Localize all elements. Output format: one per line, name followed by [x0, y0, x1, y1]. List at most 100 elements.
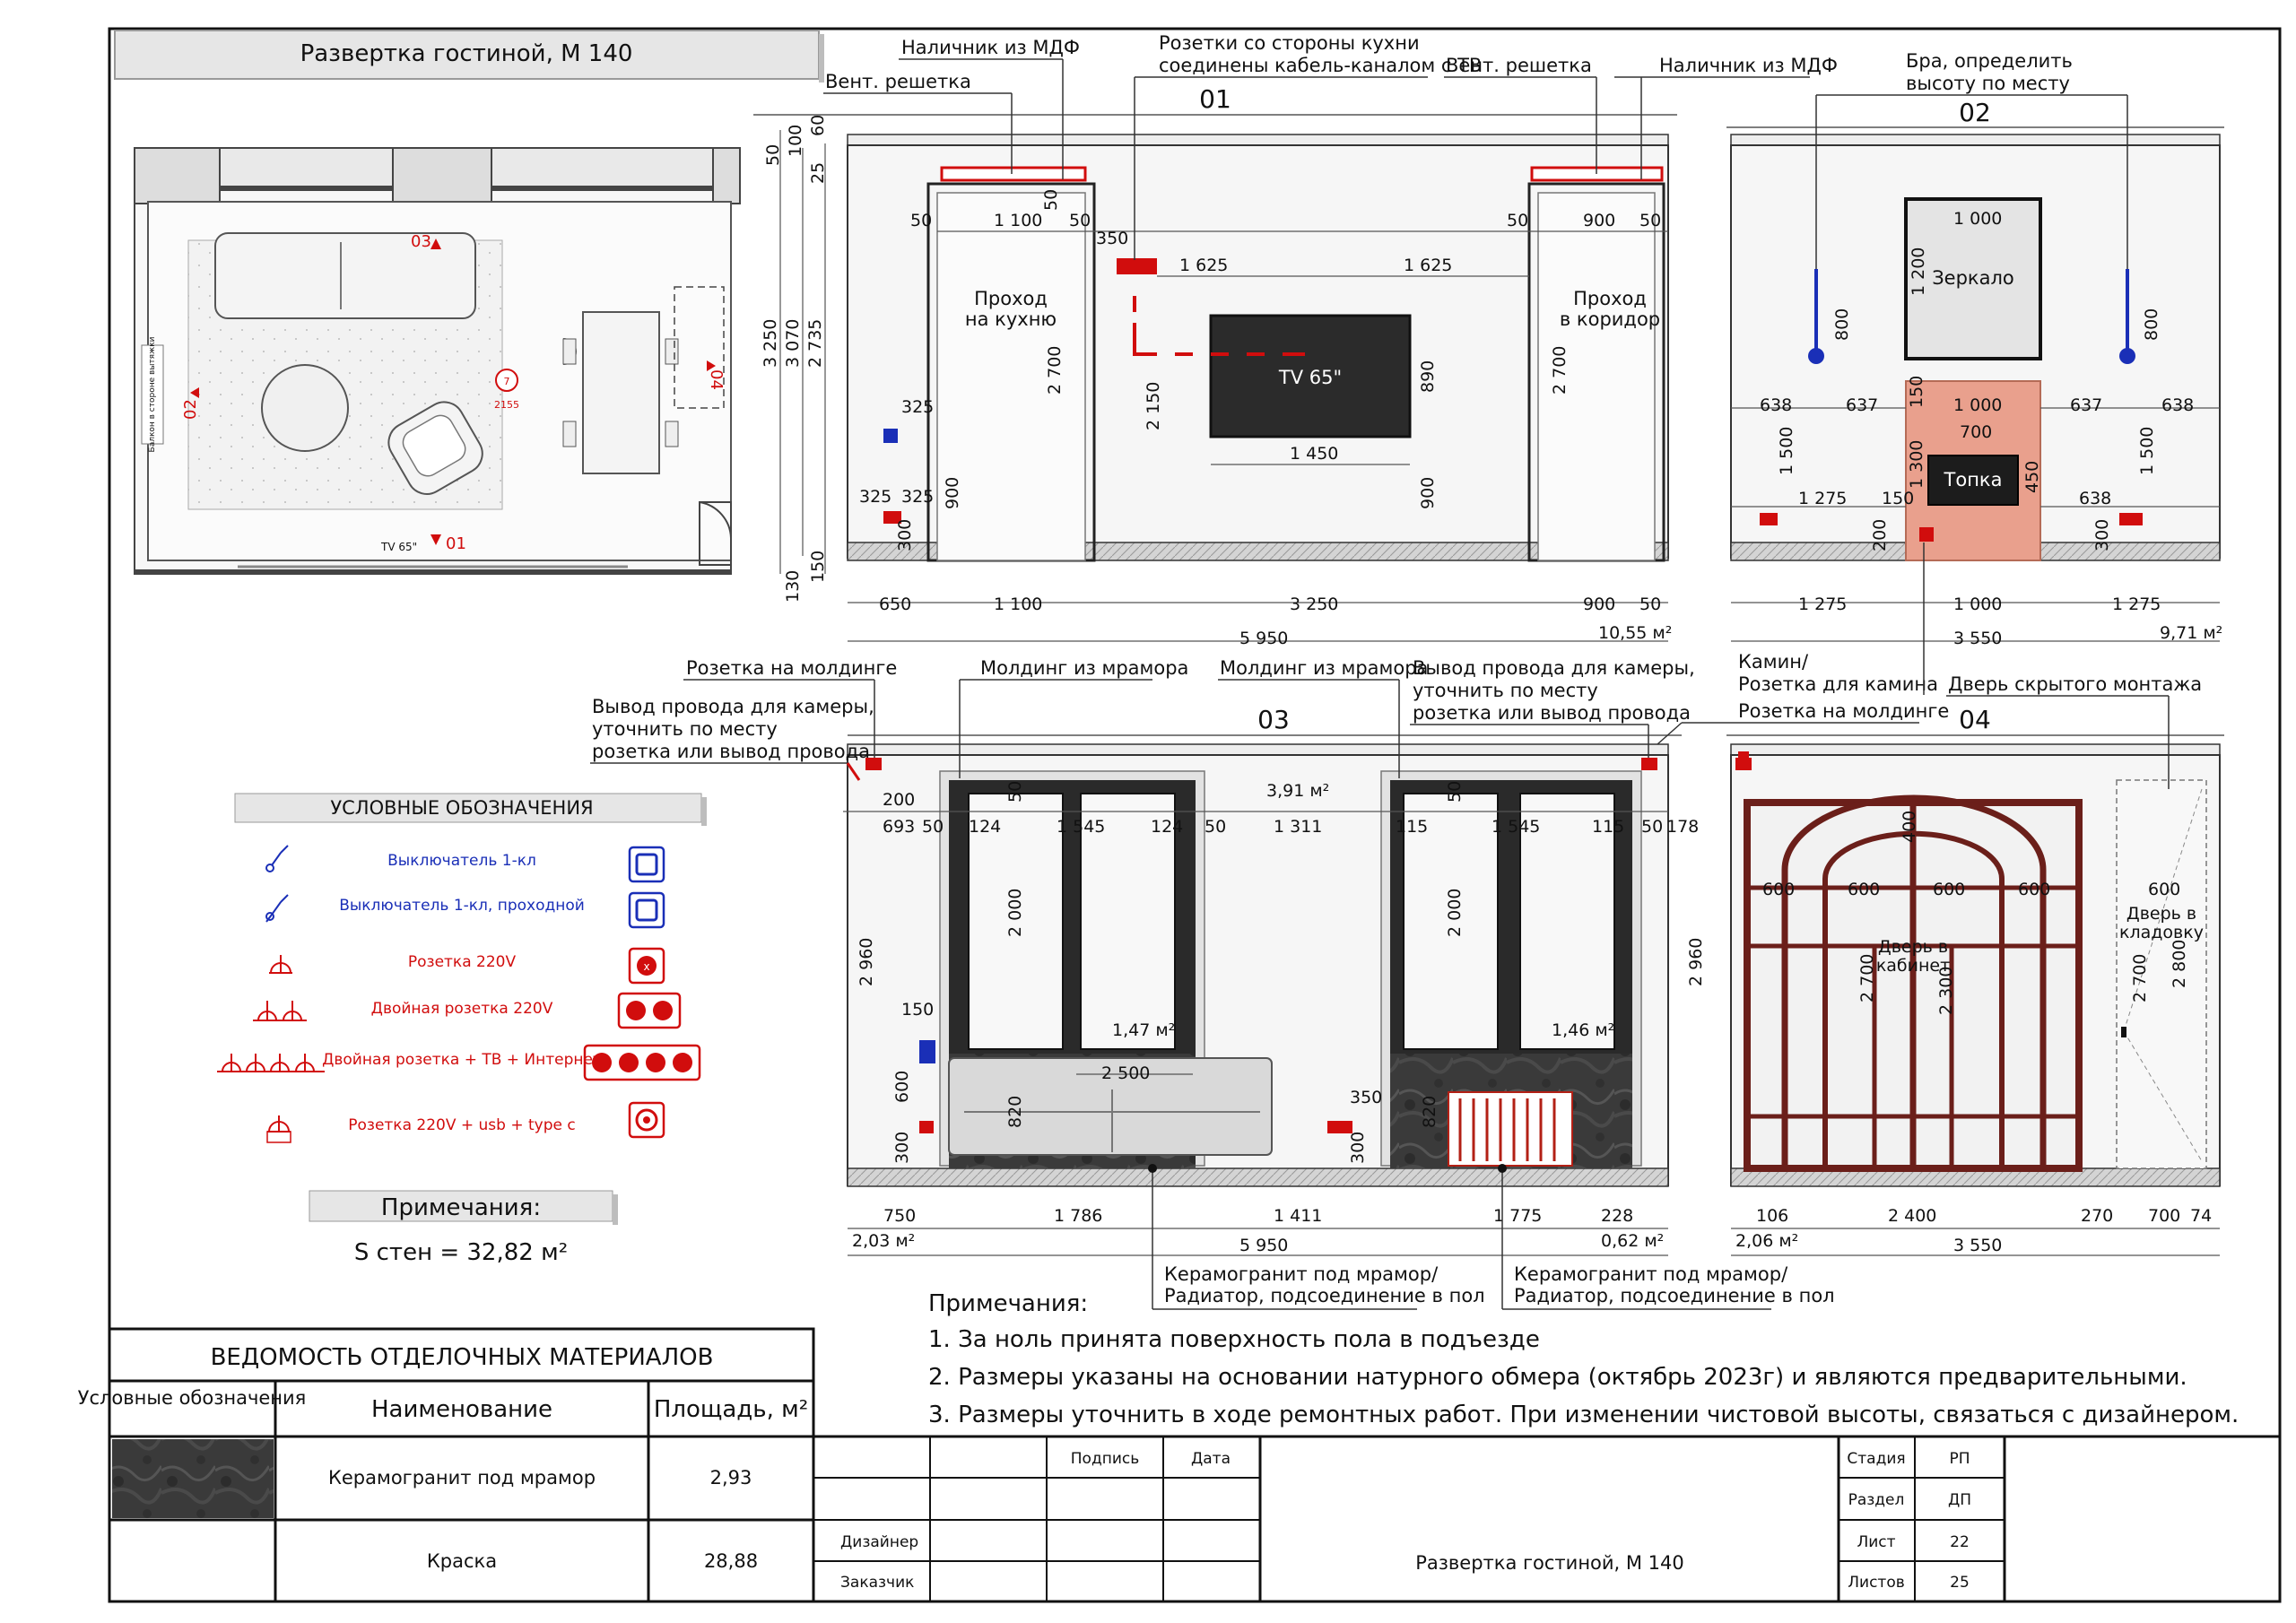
- door-closet-2: кладовку: [2119, 923, 2204, 942]
- e02-dim: 1 500: [2137, 427, 2157, 475]
- material-row-area: 28,88: [704, 1550, 758, 1572]
- elevation-02-number: 02: [1959, 98, 1991, 127]
- e04-dim: 600: [1762, 880, 1795, 899]
- note-1: 1. За ноль принята поверхность пола в по…: [928, 1326, 1540, 1353]
- e04-dim: 600: [2018, 880, 2050, 899]
- e02-dim: 637: [1846, 395, 1878, 415]
- plan-tv-label: TV 65": [380, 541, 417, 553]
- e03-callout-camera-1: Вывод провода для камеры,: [592, 696, 874, 717]
- notes-title: Примечания:: [928, 1290, 1088, 1317]
- e03-dim: 1 545: [1057, 817, 1105, 837]
- notes: Примечания: 1. За ноль принята поверхнос…: [928, 1290, 2239, 1428]
- e04-callout-fireplace-2: Розетка для камина: [1738, 673, 1938, 695]
- legend-row-usb-socket: Розетка 220V + usb + type c: [266, 1101, 665, 1143]
- stamp-field-label: Лист: [1857, 1533, 1895, 1551]
- mirror-label: Зеркало: [1932, 267, 2014, 289]
- elevation-02: 02 Зеркало Топка 1 000 1 200 800 800 638…: [1726, 50, 2224, 648]
- material-row-area: 2,93: [710, 1467, 752, 1488]
- e01-inner-dim: 325: [859, 487, 891, 507]
- e01-inner-dim: 325: [901, 397, 934, 417]
- e01-dim-100: 100: [786, 125, 805, 157]
- e03-bottom-dim: 750: [883, 1206, 916, 1226]
- e02-dim: 638: [1760, 395, 1792, 415]
- sheet-title: Развертка гостиной, М 140: [300, 40, 633, 67]
- e01-inner-dim: 900: [1418, 477, 1438, 509]
- double-socket-icon: [253, 1001, 307, 1021]
- e04-callout-door: Дверь скрытого монтажа: [1948, 673, 2202, 695]
- elevation-03: 03 200: [590, 657, 1835, 1310]
- e03-dim: 115: [1396, 817, 1428, 837]
- e04-bottom-dim: 2 400: [1888, 1206, 1936, 1226]
- e02-bottom-dim: 1 275: [1798, 595, 1847, 614]
- stamp-sign: Подпись: [1071, 1450, 1139, 1468]
- media-socket-icon: [217, 1054, 325, 1072]
- e03-area-right: 0,62 м²: [1601, 1231, 1664, 1251]
- e03-dim: 2 500: [1101, 1063, 1150, 1083]
- stamp-field-value: РП: [1949, 1450, 1970, 1468]
- e03-callout-molding-socket: Розетка на молдинге: [686, 657, 897, 679]
- floor-plan: Балкон в стороне вытяжки 03 02 04 01 TV …: [134, 147, 741, 575]
- e01-inner-dim: 900: [1583, 211, 1615, 230]
- e03-dim: 50: [1641, 817, 1663, 837]
- plan-door-tag: 7: [504, 376, 510, 387]
- e02-dim: 1 275: [1798, 489, 1847, 508]
- svg-text:x: x: [643, 960, 649, 973]
- stamp-field-value: ДП: [1948, 1491, 1971, 1509]
- elevation-04: 04 400 600 600 600 600 600 2 700 2 300: [1657, 542, 2224, 1256]
- e03-dim: 150: [901, 1000, 934, 1020]
- e02-dim: 450: [2022, 461, 2042, 493]
- elevation-01: 01 Проход на кухню Проход в коридор TV 6…: [753, 32, 1838, 648]
- e03-area-win1: 1,47 м²: [1112, 1020, 1175, 1040]
- title-block: Подпись Дата Дизайнер Заказчик Развертка…: [812, 1435, 2282, 1603]
- e03-callout-camera-3: розетка или вывод провода: [592, 741, 870, 762]
- stamp-field-label: Раздел: [1848, 1491, 1905, 1509]
- e01-bottom-dim: 3 250: [1290, 595, 1338, 614]
- e03-dim: 350: [1350, 1088, 1382, 1107]
- legend-label-switch: Выключатель 1-кл: [387, 852, 536, 870]
- door-office-1: Дверь в: [1878, 937, 1948, 957]
- note-2: 2. Размеры указаны на основании натурног…: [928, 1364, 2187, 1391]
- e01-dim-50a: 50: [763, 144, 783, 166]
- socket-icon: [269, 955, 292, 974]
- e01-area: 10,55 м²: [1598, 623, 1672, 643]
- door-office-2: кабинет: [1876, 956, 1950, 976]
- e03-callout-bottom1-1: Керамогранит под мрамор/: [1164, 1263, 1439, 1285]
- title-tab: Развертка гостиной, М 140: [114, 30, 824, 82]
- e03-dim: 2 000: [1445, 889, 1465, 937]
- e04-bottom-dim: 106: [1756, 1206, 1788, 1226]
- legend-row-switch: Выключатель 1-кл: [265, 845, 665, 883]
- e03-area-left: 2,03 м²: [852, 1231, 915, 1251]
- e01-callout-sockets-2: соединены кабель-каналом с ТВ: [1159, 55, 1482, 76]
- e01-dim-2735: 2 735: [805, 319, 825, 368]
- stamp-field-value: 22: [1950, 1533, 1970, 1551]
- e03-callout-bottom1-2: Радиатор, подсоединение в пол: [1164, 1285, 1485, 1306]
- e02-dim: 1 300: [1907, 440, 1926, 489]
- plan-door-code: 2155: [494, 399, 519, 411]
- e01-bottom-dim: 900: [1583, 595, 1615, 614]
- e02-bottom-dim: 1 275: [2112, 595, 2161, 614]
- e01-inner-dim: 2 150: [1144, 382, 1163, 430]
- e01-bottom-dim: 50: [1639, 595, 1661, 614]
- e02-dim: 1 000: [1953, 395, 2002, 415]
- e04-callout-fireplace-1: Камин/: [1738, 651, 1809, 673]
- e03-callout-bottom2-2: Радиатор, подсоединение в пол: [1514, 1285, 1835, 1306]
- e02-callout-sconce-2: высоту по месту: [1906, 73, 2070, 94]
- stamp-field-value: 25: [1950, 1574, 1970, 1592]
- e02-dim: 150: [1907, 376, 1926, 408]
- e02-dim: 1 000: [1953, 209, 2002, 229]
- e03-dim: 115: [1592, 817, 1624, 837]
- e03-dim: 124: [1151, 817, 1183, 837]
- e02-total: 3 550: [1953, 629, 2002, 648]
- e02-area: 9,71 м²: [2160, 623, 2222, 643]
- notes-box: Примечания: S стен = 32,82 м²: [309, 1190, 618, 1266]
- e04-dim: 2 700: [2130, 954, 2150, 1002]
- legend: УСЛОВНЫЕ ОБОЗНАЧЕНИЯ Выключатель 1-кл Вы…: [217, 793, 707, 1143]
- e03-dim: 300: [892, 1132, 912, 1164]
- e02-dim: 638: [2161, 395, 2194, 415]
- material-row-name: Краска: [427, 1550, 497, 1572]
- e01-inner-dim: 1 625: [1179, 256, 1228, 275]
- stamp-title: Развертка гостиной, М 140: [1415, 1552, 1684, 1574]
- plan-mark-01: 01: [446, 534, 466, 553]
- e03-bottom-dim: 1 786: [1054, 1206, 1102, 1226]
